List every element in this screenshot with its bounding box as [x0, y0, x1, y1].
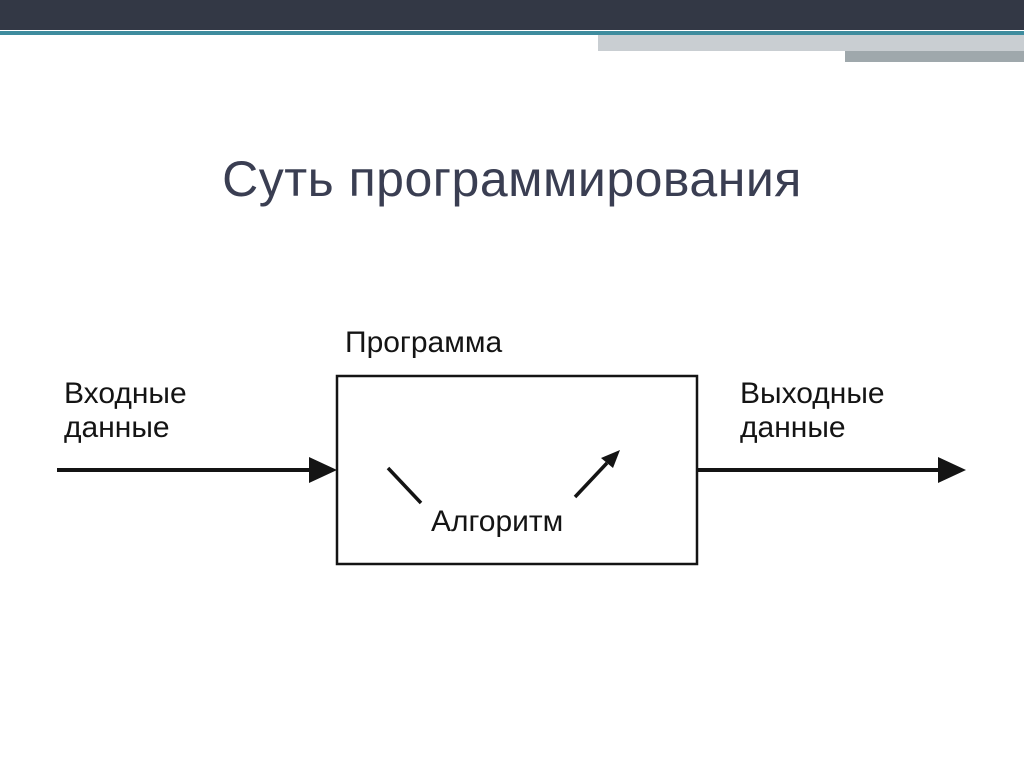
output-arrow	[697, 457, 966, 483]
input-arrowhead-icon	[309, 457, 337, 483]
accent-block-medium-gray	[845, 51, 1024, 62]
algorithm-arrow-icon	[573, 450, 620, 499]
output-arrowhead-icon	[938, 457, 966, 483]
input-arrow	[57, 457, 337, 483]
algorithm-pointer-line	[386, 466, 423, 505]
input-label-line2: данные	[64, 411, 170, 444]
algorithm-label: Алгоритм	[431, 505, 563, 538]
program-label: Программа	[345, 326, 502, 359]
header-bar	[0, 0, 1024, 30]
output-label-line1: Выходные	[740, 377, 885, 410]
accent-stripe-teal	[0, 31, 1024, 35]
output-label-line2: данные	[740, 411, 846, 444]
algorithm-arrowhead-icon	[601, 450, 620, 468]
algorithm-arrow-shaft	[573, 461, 609, 499]
accent-block-light-gray	[598, 35, 1024, 51]
slide-title: Суть программирования	[222, 151, 802, 207]
input-label-line1: Входные	[64, 377, 187, 410]
program-box	[335, 374, 699, 566]
